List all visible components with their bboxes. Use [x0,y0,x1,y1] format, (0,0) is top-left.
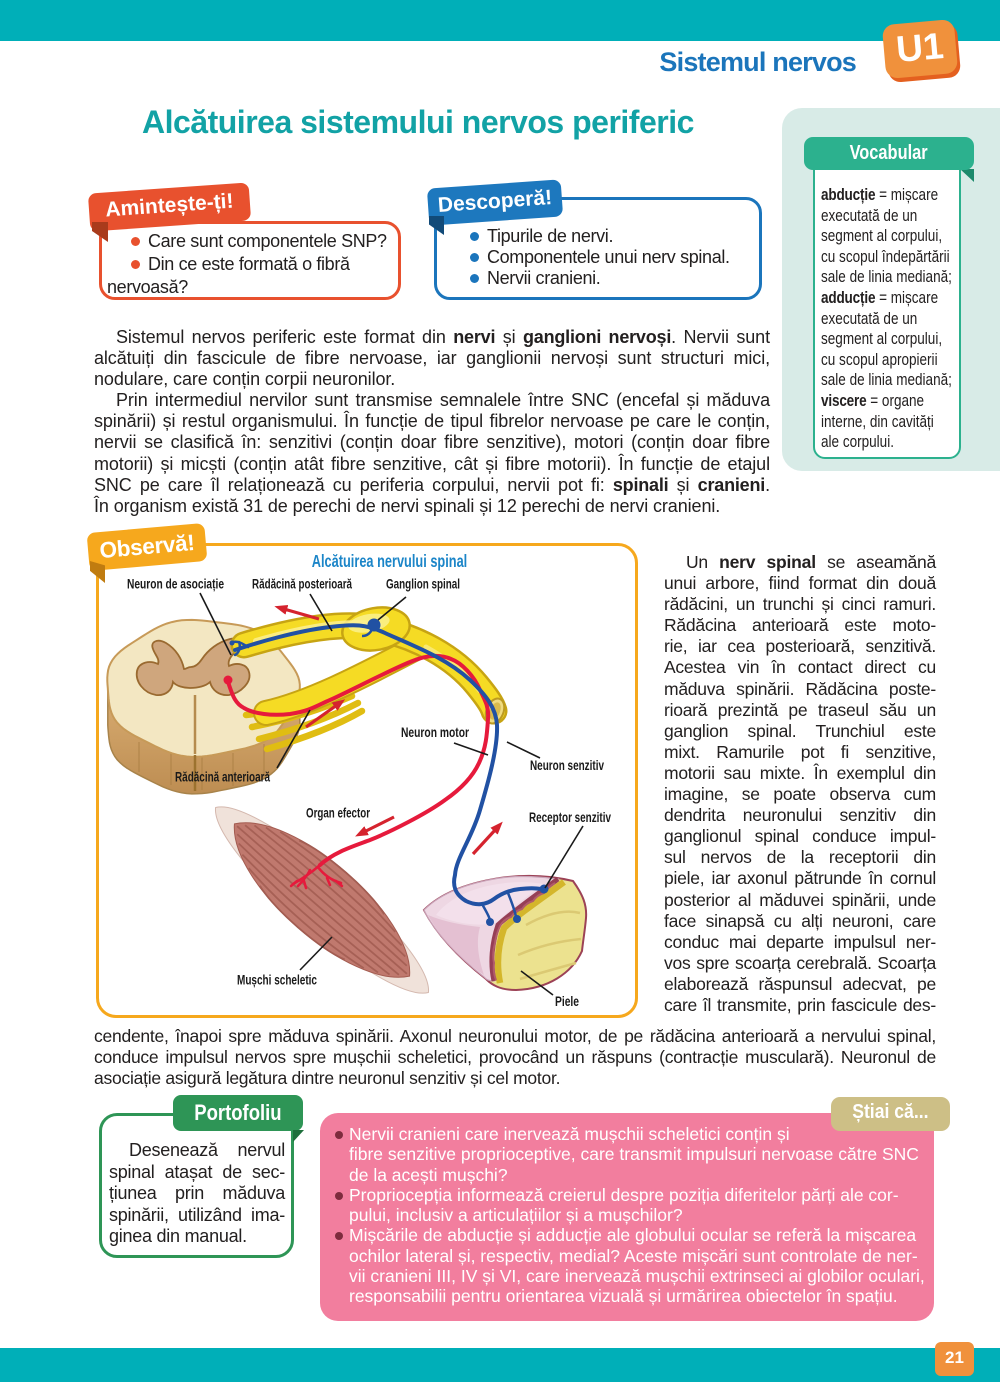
svg-text:Ganglion spinal: Ganglion spinal [386,577,460,592]
svg-text:Neuron motor: Neuron motor [401,725,470,740]
svg-text:Organ efector: Organ efector [306,806,371,821]
svg-text:Mușchi scheletic: Mușchi scheletic [237,973,317,988]
svg-text:Rădăcină posterioară: Rădăcină posterioară [252,577,352,592]
svg-text:Neuron de asociație: Neuron de asociație [127,577,224,592]
svg-text:Receptor senzitiv: Receptor senzitiv [529,810,611,825]
svg-text:Neuron senzitiv: Neuron senzitiv [530,758,604,773]
svg-text:Piele: Piele [555,994,579,1009]
svg-text:Rădăcină anterioară: Rădăcină anterioară [175,770,270,785]
